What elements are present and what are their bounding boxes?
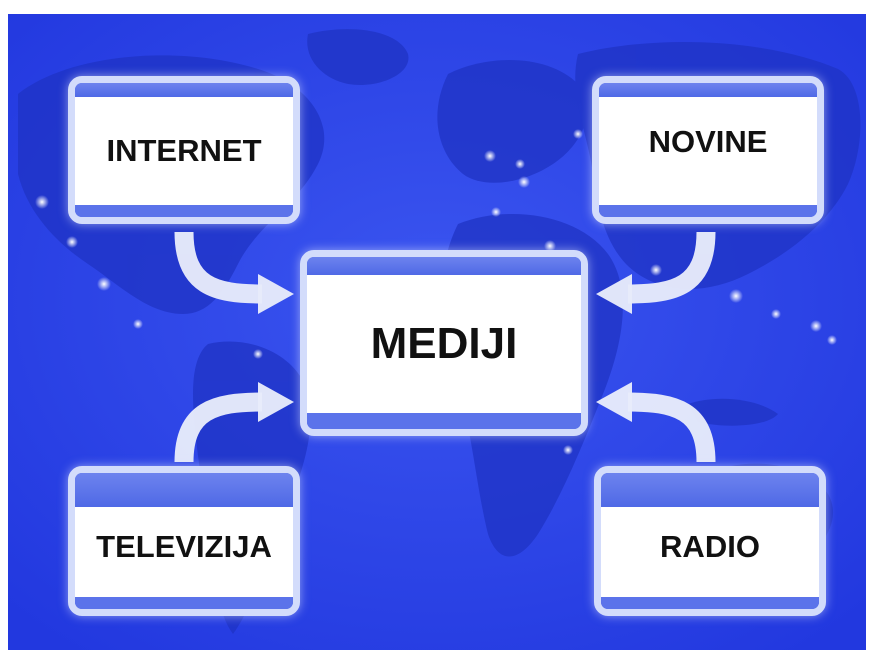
mediji-box: MEDIJI [300,250,588,436]
arrow-internet-to-mediji [174,231,263,304]
internet-box: INTERNET [68,76,300,224]
televizija-label: TELEVIZIJA [96,528,272,564]
arrowhead-radio [596,382,632,422]
city-lights [35,129,837,455]
arrow-novine-to-mediji [627,231,716,304]
televizija-box: TELEVIZIJA [68,466,300,616]
arrow-radio-to-mediji [627,392,716,463]
mediji-label: MEDIJI [370,319,518,368]
novine-box: NOVINE [592,76,824,224]
novine-label: NOVINE [648,124,768,160]
arrowhead-televizija [258,382,294,422]
arrowhead-internet [258,274,294,314]
radio-label: RADIO [660,528,760,564]
arrowhead-novine [596,274,632,314]
radio-box: RADIO [594,466,826,616]
arrow-televizija-to-mediji [174,392,263,463]
internet-label: INTERNET [106,133,262,168]
